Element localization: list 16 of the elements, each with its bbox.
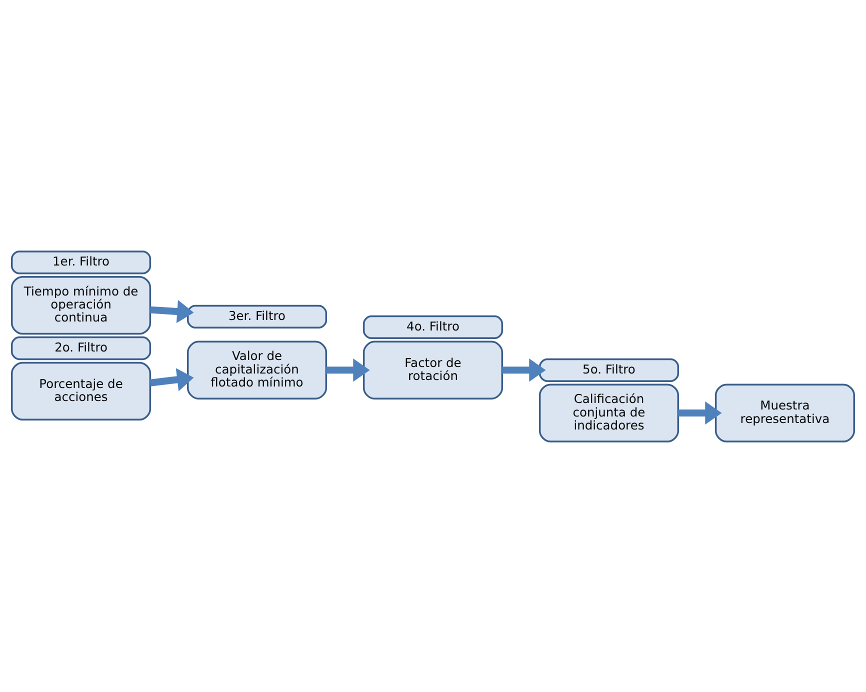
arrow	[150, 368, 194, 391]
arrow	[502, 358, 546, 382]
node-box: 1er. Filtro	[10, 250, 152, 274]
node-box: Factor de rotación	[362, 340, 504, 399]
node-box: 5o. Filtro	[538, 358, 680, 382]
node-box: 2o. Filtro	[10, 336, 152, 360]
node-box: Valor de capitalización flotado mínimo	[186, 340, 328, 399]
node-box: Tiempo mínimo de operación continua	[10, 276, 152, 334]
node-box: Muestra representativa	[714, 383, 856, 442]
node-box: Porcentaje de acciones	[10, 361, 152, 420]
arrow	[326, 358, 370, 382]
node-box: 3er. Filtro	[186, 304, 328, 328]
arrow	[678, 400, 722, 424]
node-box: 4o. Filtro	[362, 314, 504, 339]
node-box: Calificación conjunta de indicadores	[538, 383, 680, 442]
arrow	[150, 299, 194, 323]
